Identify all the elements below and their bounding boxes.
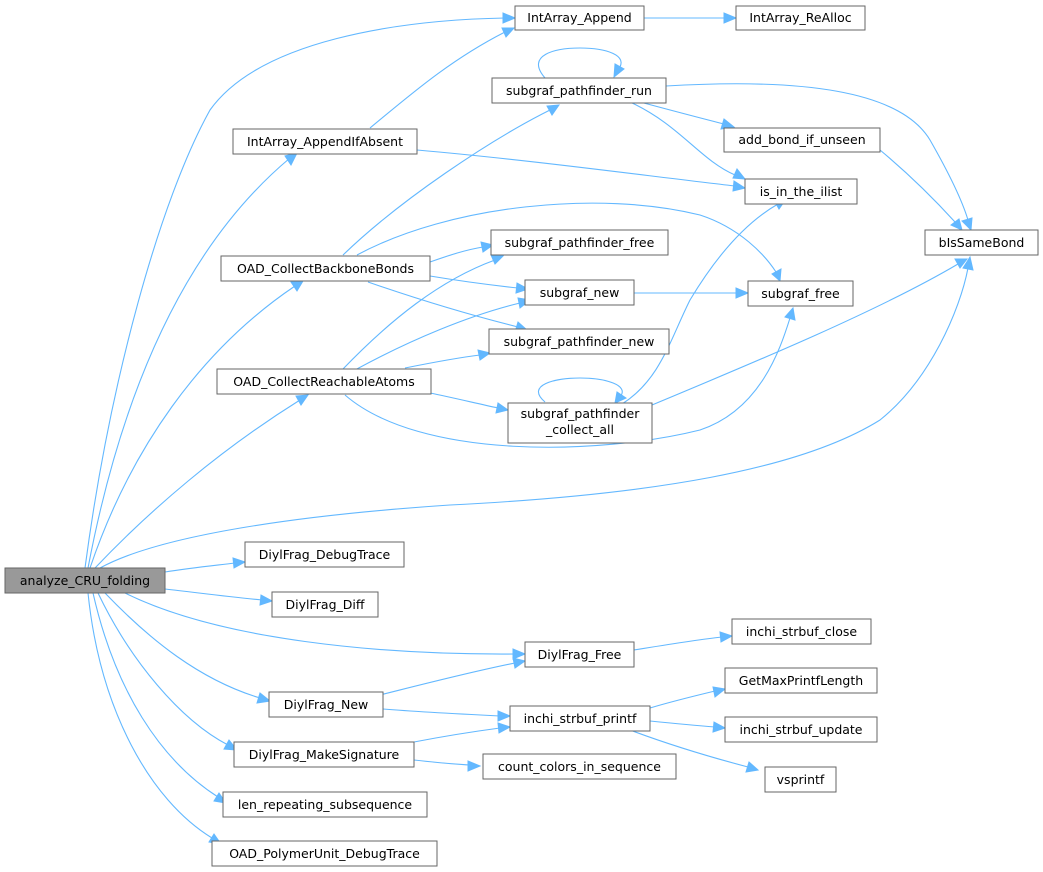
node-label-line2: _collect_all [545,422,614,437]
edge-collect-all-to-bissamebond [651,258,969,406]
node-subgraf-pathfinder-collect-all[interactable]: subgraf_pathfinder _collect_all [507,402,653,444]
edge-analyze-to-lenrepeating [92,592,228,804]
edge-analyze-to-diylfrag-new [104,592,272,704]
node-label-line1: subgraf_pathfinder [521,406,641,421]
edge-backbone-to-pathfinder-free [429,241,495,263]
node-label: len_repeating_subsequence [238,797,413,812]
edge-strbufprintf-to-getmaxprintf [649,686,727,709]
node-getmaxprintflength[interactable]: GetMaxPrintfLength [724,667,878,694]
node-label: add_bond_if_unseen [738,132,865,147]
node-intarray-realloc[interactable]: IntArray_ReAlloc [735,5,866,31]
node-intarray-append[interactable]: IntArray_Append [514,5,645,31]
node-label: GetMaxPrintfLength [739,673,863,688]
node-inchi-strbuf-printf[interactable]: inchi_strbuf_printf [509,705,651,732]
node-subgraf-pathfinder-new[interactable]: subgraf_pathfinder_new [488,328,670,355]
edge-pathfinder-run-to-addbond [639,101,736,130]
edge-backbone-to-subgraf-free [356,202,782,283]
edge-analyze-to-appendifabsent [87,152,298,569]
edge-diylfragfree-to-strbufclose [633,631,734,651]
node-diylfrag-debugtrace[interactable]: DiylFrag_DebugTrace [244,541,405,568]
edge-analyze-to-diff [164,588,274,606]
node-subgraf-pathfinder-free[interactable]: subgraf_pathfinder_free [490,229,669,256]
node-label: subgraf_pathfinder_free [505,235,655,250]
edge-strbufprintf-to-strbufupdate [649,720,727,733]
node-label: vsprintf [777,772,825,787]
node-label: DiylFrag_New [284,697,369,712]
node-subgraf-new[interactable]: subgraf_new [524,279,635,306]
node-label: count_colors_in_sequence [498,759,661,774]
edge-appendifabsent-to-isinilist [416,149,747,192]
node-diylfrag-makesignature[interactable]: DiylFrag_MakeSignature [233,741,415,768]
node-label: subgraf_free [761,286,840,301]
node-len-repeating-subsequence[interactable]: len_repeating_subsequence [222,791,428,818]
edge-subgrafnew-to-subgraffree [634,287,750,299]
node-label: DiylFrag_Free [538,647,622,662]
node-add-bond-if-unseen[interactable]: add_bond_if_unseen [723,127,881,153]
edge-pathfinder-run-to-bissamebond [665,83,973,232]
node-label: inchi_strbuf_update [739,722,862,737]
node-label: is_in_the_ilist [760,184,843,199]
edge-makesignature-to-strbufprintf [413,722,512,743]
edge-pathfinder-run-to-isinilist [629,101,747,180]
node-label: bIsSameBond [939,235,1025,250]
node-label: OAD_PolymerUnit_DebugTrace [229,846,420,861]
nodes: analyze_CRU_folding IntArray_Append IntA… [4,5,1039,867]
node-subgraf-free[interactable]: subgraf_free [747,280,854,307]
edge-analyze-to-bissamebond [99,255,974,569]
node-subgraf-pathfinder-run[interactable]: subgraf_pathfinder_run [491,77,667,104]
node-vsprintf[interactable]: vsprintf [764,766,837,793]
node-inchi-strbuf-close[interactable]: inchi_strbuf_close [731,618,872,645]
edge-analyze-to-reachable [94,394,310,569]
edge-appendifabsent-to-append [369,27,516,129]
node-label: subgraf_pathfinder_new [504,334,655,349]
node-diylfrag-free[interactable]: DiylFrag_Free [524,641,635,668]
node-label: IntArray_ReAlloc [749,10,851,25]
node-label: inchi_strbuf_close [746,624,857,639]
node-oad-polymerunit-debugtrace[interactable]: OAD_PolymerUnit_DebugTrace [211,840,438,867]
edge-pathfinder-run-self [538,47,625,79]
edge-diylfragnew-to-strbufprintf [382,708,512,722]
node-label: analyze_CRU_folding [20,573,150,588]
node-analyze-cru-folding[interactable]: analyze_CRU_folding [4,567,166,594]
node-label: DiylFrag_MakeSignature [249,747,400,762]
node-count-colors-in-sequence[interactable]: count_colors_in_sequence [482,753,677,780]
edge-analyze-to-makesignature [97,592,239,751]
edge-append-to-realloc [644,12,738,24]
edge-collect-all-self [538,377,628,404]
edges [84,12,974,845]
node-label: subgraf_pathfinder_run [506,83,652,98]
edge-addbond-to-bissamebond [879,149,963,231]
edge-analyze-to-backbone [89,280,304,569]
node-inchi-strbuf-update[interactable]: inchi_strbuf_update [724,716,878,743]
edge-strbufprintf-to-vsprintf [629,729,760,773]
edge-analyze-to-diylfrag-free [124,592,527,660]
edge-backbone-to-subgraf-new [429,275,530,294]
edge-reachable-to-subgraf-free [344,306,796,448]
edge-diylfragnew-to-diylfragfree [379,657,527,696]
node-diylfrag-new[interactable]: DiylFrag_New [268,691,384,718]
edge-makesignature-to-countcolors [413,759,482,772]
node-label: DiylFrag_DebugTrace [259,547,391,562]
node-diylfrag-diff[interactable]: DiylFrag_Diff [271,591,379,618]
edge-analyze-to-debugtrace [164,557,247,573]
node-label: OAD_CollectReachableAtoms [233,374,414,389]
edge-reachable-to-collect-all [429,392,510,414]
edge-reachable-to-pathfinder-new [404,349,492,369]
node-label: subgraf_new [540,285,620,300]
node-oad-collectreachableatoms[interactable]: OAD_CollectReachableAtoms [216,368,432,395]
node-label: DiylFrag_Diff [286,597,365,612]
edge-analyze-to-polymerunit [87,592,223,845]
node-label: inchi_strbuf_printf [524,711,637,726]
edge-analyze-to-intarray-append [84,12,517,569]
node-intarray-appendifabsent[interactable]: IntArray_AppendIfAbsent [232,128,418,155]
node-oad-collectbackbonebonds[interactable]: OAD_CollectBackboneBonds [220,255,431,282]
node-label: OAD_CollectBackboneBonds [237,261,414,276]
node-label: IntArray_AppendIfAbsent [247,134,403,149]
node-is-in-the-ilist[interactable]: is_in_the_ilist [744,178,858,205]
edge-backbone-to-pathfinder-run [342,104,561,256]
node-label: IntArray_Append [527,10,631,25]
node-bissamebond[interactable]: bIsSameBond [924,229,1039,256]
